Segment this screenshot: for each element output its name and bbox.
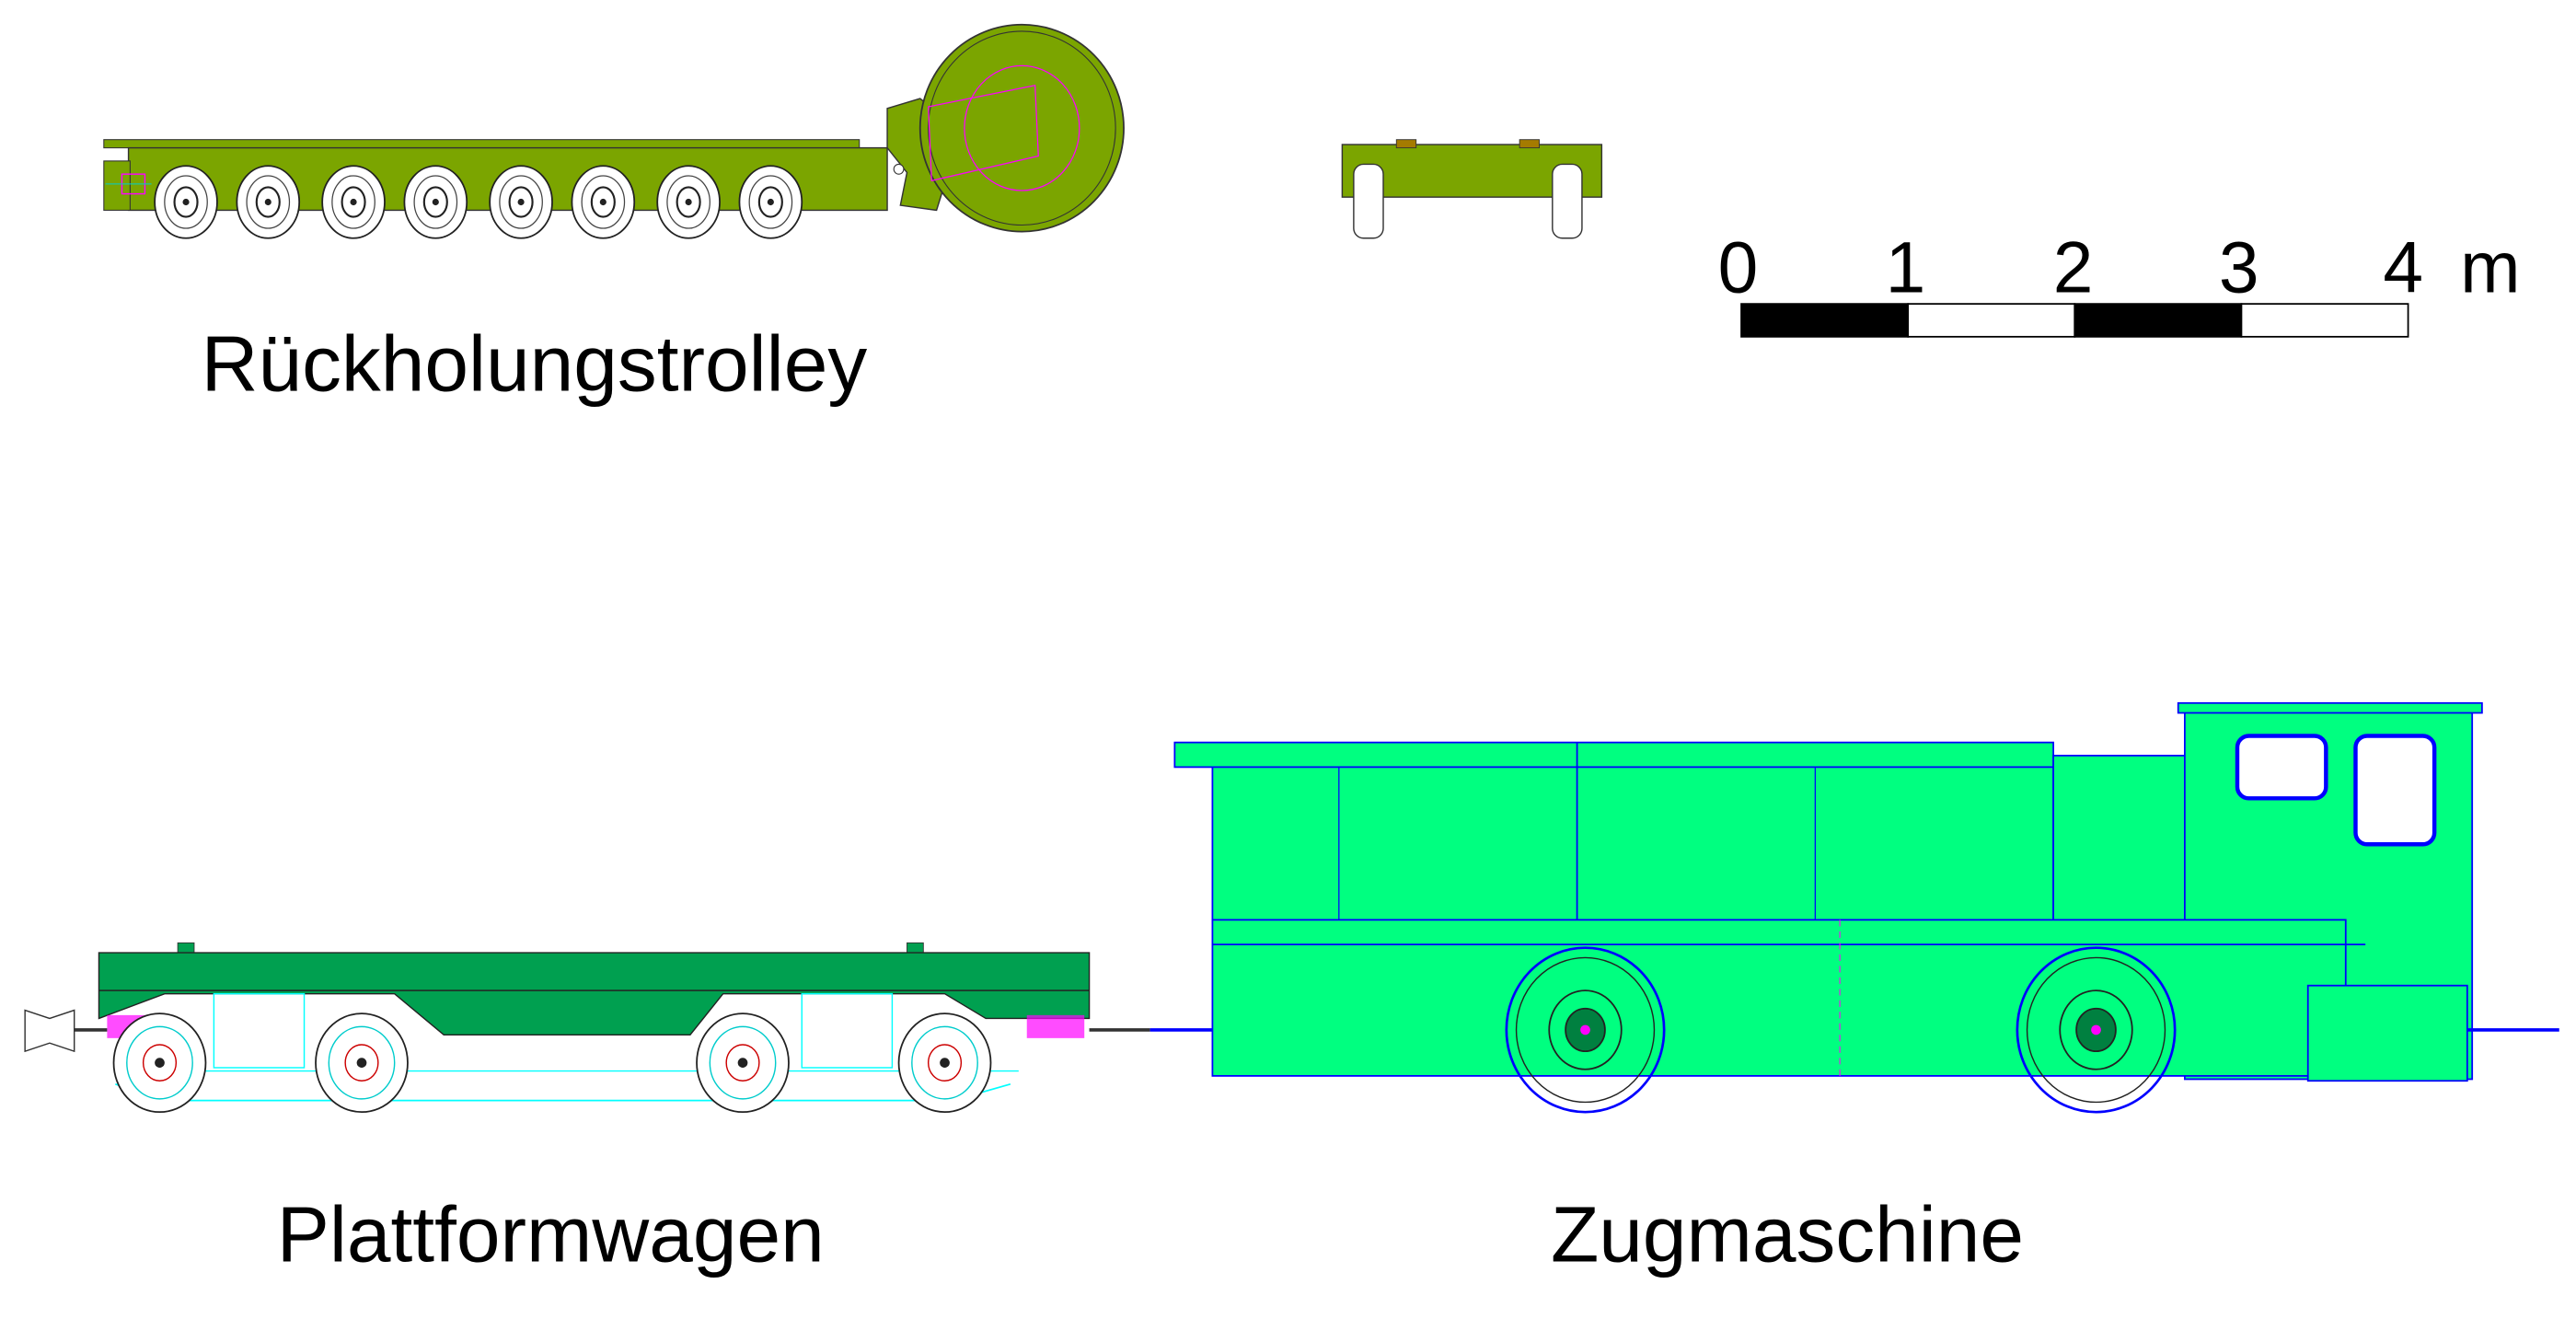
tractor-wheel [1505,946,1666,1114]
tractor-wheel [2016,946,2177,1114]
return-trolley-side-view [103,23,1125,239]
scale-tick-0: 0 [1718,227,1759,308]
tractor-locomotive [1149,701,2559,1114]
trolley-wheel [656,165,721,239]
tractor-label: Zugmaschine [1551,1191,2024,1279]
trolley-label: Rückholungstrolley [202,320,868,409]
trolley-wheel [571,165,636,239]
scale-bar: 0 1 2 3 4 m [1718,227,2521,338]
wagon-wheel [315,1012,409,1114]
scale-segment [1740,303,1910,338]
wagon-wheel [897,1012,992,1114]
wagon-wheel [112,1012,207,1114]
trolley-wheel [321,165,386,239]
return-trolley-end-view [1341,139,1603,239]
trolley-wheel [738,165,803,239]
scale-tick-4: 4 [2383,227,2423,308]
wagon-wheel [696,1012,790,1114]
scale-segment [2074,303,2243,338]
trolley-wheel [403,165,468,239]
scale-tick-2: 2 [2053,227,2094,308]
platform-wagon [24,942,1150,1114]
trolley-wheel [154,165,218,239]
trolley-wheel [236,165,301,239]
scale-segment [2240,303,2409,338]
platform-wagon-label: Plattformwagen [277,1191,825,1279]
trolley-wheel [489,165,553,239]
scale-unit: m [2460,227,2520,308]
scale-segment [1907,303,2076,338]
scale-tick-1: 1 [1886,227,1926,308]
scale-tick-3: 3 [2219,227,2259,308]
